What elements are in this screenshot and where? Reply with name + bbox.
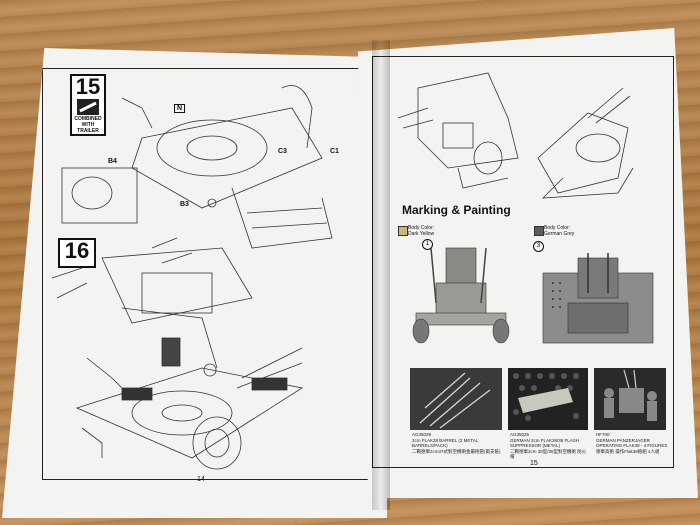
part-label-b4: B4 <box>108 158 117 165</box>
german-grey-swatch <box>534 226 544 236</box>
product-photo-flash-suppressor <box>508 368 588 430</box>
product-photo-barrels <box>410 368 502 430</box>
product-1-text-cn: 二戰德軍2cm37式對空機砲金屬砲管(兩支裝) <box>412 448 501 454</box>
dark-yellow-swatch <box>398 226 408 236</box>
step-16-box: 16 <box>58 238 96 268</box>
product-photo-figures <box>594 368 666 430</box>
step-15-box: 15 COMBINED WITH TRAILER <box>70 74 106 136</box>
step-16-number: 16 <box>64 238 90 263</box>
step-15-number: 15 <box>75 74 101 99</box>
product-1-text: 2cm FLAK38 BARREL (2 METAL BARRELS/PACK) <box>412 437 479 449</box>
product-2-caption: AG35026 GERMAN 2cm FLAK38/36 FLASH SUPPR… <box>510 432 590 460</box>
product-2-text-cn: 二戰德軍2cm 38型/36型對空機砲 防火帽 <box>510 448 587 460</box>
product-3-code: HF700 <box>596 432 610 437</box>
marking-painting-heading: Marking & Painting <box>402 203 511 217</box>
product-3-caption: HF700 GERMAN PANZERJAGER OPERATING FLAK3… <box>596 432 668 454</box>
step-15-note: COMBINED WITH TRAILER <box>74 116 102 134</box>
assembly-drawings <box>51 85 333 470</box>
gun-drawings <box>397 72 634 199</box>
view-1-color-label: Dark Yellow <box>408 231 435 237</box>
trailer-icon <box>77 99 99 115</box>
product-1-caption: AG35029 2cm FLAK38 BARREL (2 METAL BARRE… <box>412 432 512 454</box>
view-3-body-label: Body Color: <box>544 225 571 231</box>
view-1-gun-dark-yellow <box>412 247 510 344</box>
right-page-number: 15 <box>530 460 538 467</box>
product-2-text: GERMAN 2cm FLAK38/36 FLASH SUPPRESSOR (M… <box>510 437 580 449</box>
part-label-n: N <box>174 104 186 113</box>
part-label-b3: B3 <box>180 201 189 208</box>
view-3-color-label: German Grey <box>544 231 575 237</box>
view-3-index: 3 <box>533 241 544 252</box>
view-3-gun-german-grey <box>542 253 654 344</box>
product-3-text-cn: 德軍高砲 操作Flak38砲組 4人組 <box>596 448 660 454</box>
right-page: Marking & Painting Body Color: Dark Yell… <box>358 28 698 498</box>
book-gutter <box>372 40 390 510</box>
product-2-code: AG35026 <box>510 432 530 437</box>
view-1-body-label: Body Color: <box>408 225 435 231</box>
left-page-number: 14 <box>197 476 205 483</box>
product-1-code: AG35029 <box>412 432 432 437</box>
product-3-text: GERMAN PANZERJAGER OPERATING FLAK38 - 4 … <box>596 437 668 449</box>
view-1-index: 1 <box>422 239 433 250</box>
part-label-c3: C3 <box>278 148 287 155</box>
left-page: 15 COMBINED WITH TRAILER 16 <box>2 48 387 518</box>
right-page-frame <box>372 56 674 468</box>
part-label-c1: C1 <box>330 148 339 155</box>
